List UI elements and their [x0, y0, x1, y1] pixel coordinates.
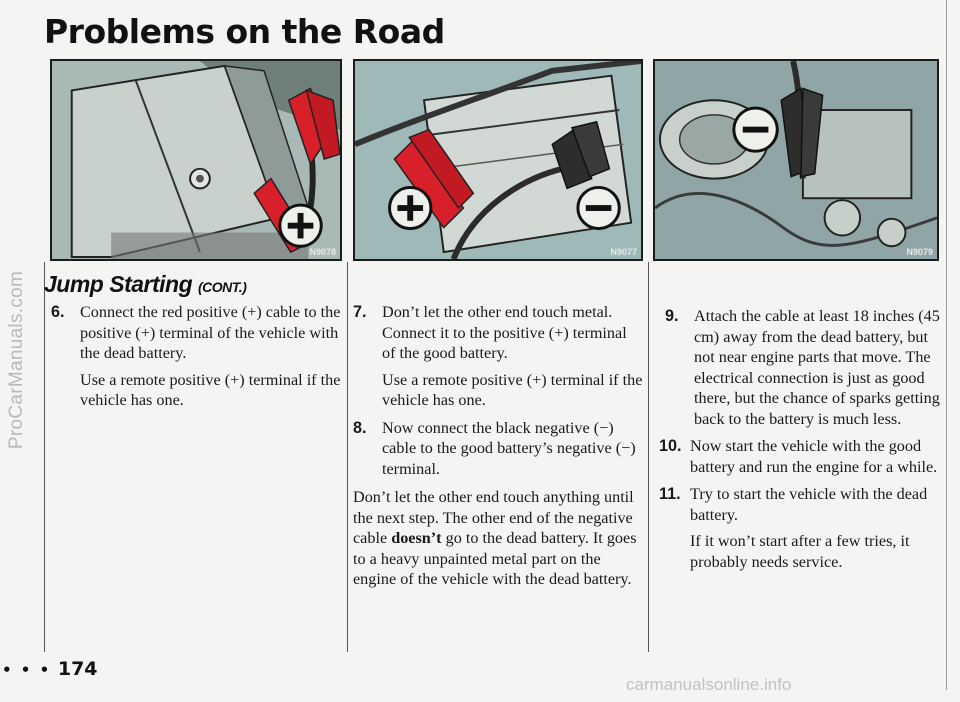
step-number: 10.	[659, 437, 682, 455]
step-number: 11.	[659, 485, 681, 503]
battery-positive-illustration	[52, 61, 340, 259]
step-11-note: If it won’t start after a few tries, it …	[690, 532, 910, 571]
column-rule	[648, 262, 649, 652]
caution-text-end: go to the dead battery. It goes to a hea…	[353, 529, 637, 588]
column-rule	[347, 262, 348, 652]
page-edge-rule	[946, 0, 947, 690]
page-number: • • • 174	[2, 658, 98, 680]
section-heading-cont: (CONT.)	[198, 279, 247, 295]
step-6: 6. Connect the red positive (+) cable to …	[51, 302, 341, 364]
page-title: Problems on the Road	[44, 12, 445, 51]
column-2: 7. Don’t let the other end touch metal. C…	[353, 302, 643, 590]
step-number: 8.	[353, 418, 367, 437]
figure-engine-ground: N9079	[653, 59, 939, 261]
page-number-value: 174	[57, 658, 98, 680]
step-text: Attach the cable at least 18 inches (45 …	[694, 307, 940, 428]
step-7: 7. Don’t let the other end touch metal. C…	[353, 302, 643, 364]
sidebar-watermark: ProCarManuals.com	[2, 60, 32, 660]
step-number: 9.	[665, 307, 679, 325]
engine-ground-illustration	[655, 61, 937, 259]
figure-good-battery-cables: N9077	[353, 59, 643, 261]
caution-text-start: Don’t let the other end touch anything u…	[353, 488, 634, 547]
section-heading: Jump Starting (CONT.)	[44, 271, 247, 298]
caution-emphasis: doesn’t	[391, 529, 442, 547]
step-text: Connect the red positive (+) cable to th…	[80, 303, 341, 362]
section-heading-title: Jump Starting	[44, 271, 193, 297]
step-text: Don’t let the other end touch metal. Con…	[382, 303, 627, 362]
step-number: 6.	[51, 303, 65, 321]
caution-paragraph: Don’t let the other end touch anything u…	[353, 487, 643, 590]
column-3: 9. Attach the cable at least 18 inches (4…	[659, 306, 941, 572]
step-10: 10. Now start the vehicle with the good b…	[659, 436, 941, 477]
column-rule	[44, 262, 45, 652]
step-9: 9. Attach the cable at least 18 inches (4…	[665, 306, 941, 429]
figure-code: N9078	[309, 247, 336, 257]
figure-code: N9079	[906, 247, 933, 257]
good-battery-illustration	[355, 61, 641, 259]
step-text: Try to start the vehicle with the dead b…	[690, 485, 928, 524]
step-11: 11. Try to start the vehicle with the dea…	[659, 484, 941, 525]
step-6-note: Use a remote positive (+) terminal if th…	[80, 370, 341, 410]
figure-code: N9077	[610, 247, 637, 257]
step-text: Now start the vehicle with the good batt…	[690, 437, 938, 476]
step-number: 7.	[353, 303, 367, 321]
step-8: 8. Now connect the black negative (−) cab…	[353, 418, 643, 480]
step-text: Now connect the black negative (−) cable…	[382, 418, 636, 478]
site-watermark: carmanualsonline.info	[626, 675, 792, 694]
page-number-dots: • • •	[2, 661, 52, 679]
figure-dead-battery-positive: N9078	[50, 59, 342, 261]
step-7-note: Use a remote positive (+) terminal if th…	[382, 370, 643, 410]
watermark-text: ProCarManuals.com	[6, 270, 27, 450]
column-1: 6. Connect the red positive (+) cable to …	[51, 302, 341, 411]
